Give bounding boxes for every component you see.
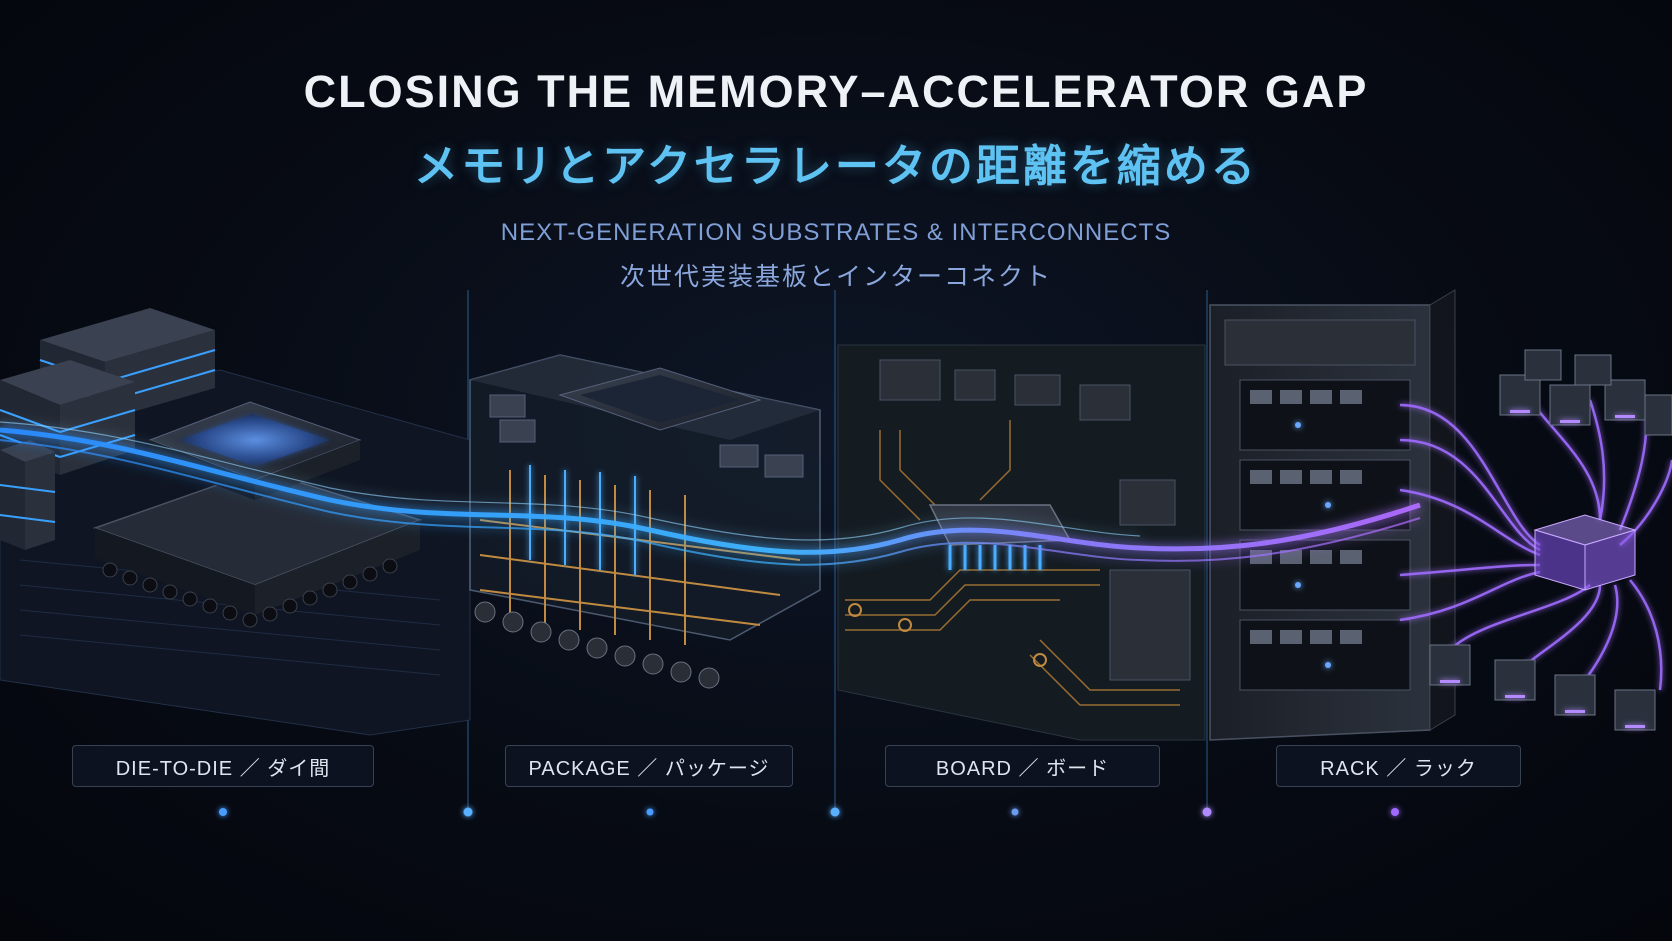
stage-label-rack: RACK ／ ラック [1276, 745, 1521, 787]
board-illustration [837, 344, 1206, 741]
timeline-node [830, 807, 840, 817]
timeline-node [1391, 808, 1399, 816]
die-to-die-illustration [0, 308, 471, 736]
stage-label-board: BOARD ／ ボード [885, 745, 1160, 787]
switch-hub [1533, 514, 1637, 591]
rack-illustration [1209, 289, 1672, 741]
timeline [72, 807, 1600, 817]
interconnect-stream [0, 421, 1421, 566]
timeline-node [219, 808, 227, 816]
timeline-node [1011, 808, 1019, 816]
stage-label-package: PACKAGE ／ パッケージ [505, 745, 793, 787]
timeline-node [1202, 807, 1212, 817]
page-subtitle: NEXT-GENERATION SUBSTRATES & INTERCONNEC… [500, 219, 1172, 246]
package-illustration [469, 354, 821, 689]
timeline-node [463, 807, 473, 817]
timeline-node [646, 808, 654, 816]
page-subtitle-japanese: 次世代実装基板とインターコネクト [619, 262, 1052, 291]
stage-label-die-to-die: DIE-TO-DIE ／ ダイ間 [72, 745, 374, 787]
page-title-japanese: メモリとアクセラレータの距離を縮める [414, 141, 1258, 192]
page-title: CLOSING THE MEMORY–ACCELERATOR GAP [303, 66, 1369, 117]
